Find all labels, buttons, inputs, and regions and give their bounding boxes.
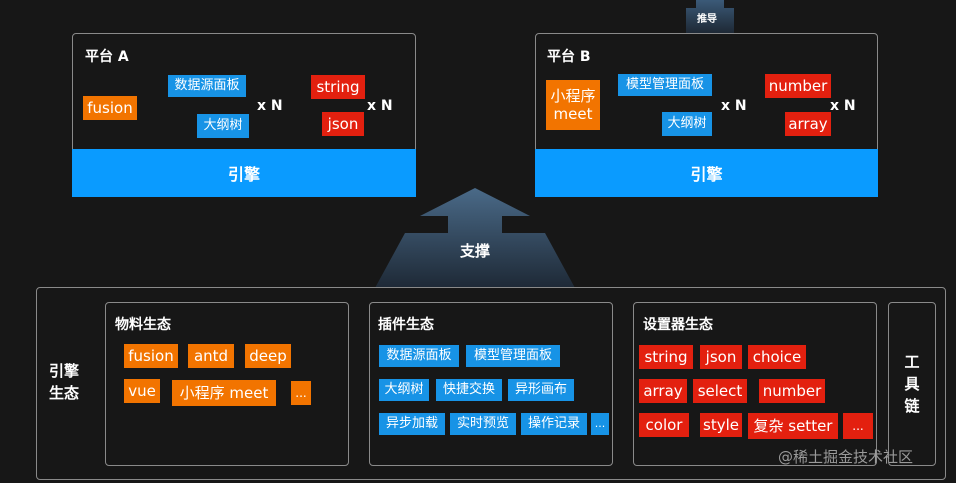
setter-chip-json: json <box>700 345 742 369</box>
platform-b-number-chip: number <box>765 74 831 98</box>
platform-b-miniprogram-line2: meet <box>553 105 593 123</box>
platform-b-multiplier-1: x N <box>721 98 747 114</box>
platform-a-fusion-chip: fusion <box>83 96 137 120</box>
plugin-chip-history: 操作记录 <box>521 413 587 435</box>
platform-a-panel: 平台 A fusion 数据源面板 大纲树 x N string json x … <box>72 33 416 197</box>
platform-b-miniprogram-chip: 小程序 meet <box>546 80 600 130</box>
platform-a-datasource-chip: 数据源面板 <box>168 75 246 97</box>
support-label: 支撑 <box>460 242 491 260</box>
setter-chip-number: number <box>759 379 825 403</box>
plugins-title: 插件生态 <box>378 317 434 333</box>
toolchain-label-line1: 工 <box>904 353 920 371</box>
materials-panel: 物料生态 fusion antd deep vue 小程序 meet ... <box>105 302 349 466</box>
platform-b-model-chip: 模型管理面板 <box>618 74 712 96</box>
setter-chip-more: ... <box>843 413 873 439</box>
platform-b-title: 平台 B <box>547 49 591 65</box>
setter-chip-color: color <box>639 413 689 437</box>
materials-title: 物料生态 <box>115 317 171 333</box>
platform-b-miniprogram-line1: 小程序 <box>550 87 596 105</box>
plugin-chip-outline: 大纲树 <box>379 379 429 401</box>
setter-chip-select: select <box>693 379 747 403</box>
support-arrow-icon <box>375 188 575 288</box>
platform-b-array-chip: array <box>785 112 831 136</box>
platform-b-multiplier-2: x N <box>830 98 856 114</box>
engine-ecosystem-label-line2: 生态 <box>48 384 79 402</box>
platform-a-multiplier-1: x N <box>257 98 283 114</box>
material-chip-miniprogram: 小程序 meet <box>172 380 276 406</box>
platform-b-outline-chip: 大纲树 <box>662 112 712 136</box>
engine-ecosystem-panel <box>36 287 946 480</box>
platform-b-engine-bar: 引擎 <box>535 149 878 197</box>
toolchain-label: 工 具 链 <box>889 351 935 417</box>
plugins-panel: 插件生态 数据源面板 模型管理面板 大纲树 快捷交换 异形画布 异步加载 实时预… <box>369 302 613 466</box>
engine-ecosystem-label-line1: 引擎 <box>48 362 79 380</box>
plugin-chip-async-load: 异步加载 <box>379 413 445 435</box>
platform-a-multiplier-2: x N <box>367 98 393 114</box>
material-chip-deep: deep <box>245 344 291 368</box>
material-chip-antd: antd <box>188 344 234 368</box>
platform-a-engine-bar: 引擎 <box>72 149 416 197</box>
platform-b-panel: 平台 B 小程序 meet 模型管理面板 大纲树 x N number arra… <box>535 33 878 197</box>
platform-a-outline-chip: 大纲树 <box>197 114 249 138</box>
material-chip-vue: vue <box>124 379 160 403</box>
plugin-chip-live-preview: 实时预览 <box>450 413 516 435</box>
platform-a-title: 平台 A <box>85 49 129 65</box>
toolchain-label-line2: 具 <box>904 375 920 393</box>
material-chip-fusion: fusion <box>124 344 178 368</box>
platform-a-json-chip: json <box>322 112 364 136</box>
top-arrow-icon <box>686 0 734 34</box>
material-chip-more: ... <box>291 381 311 405</box>
top-arrow-label: 推导 <box>697 14 717 25</box>
plugin-chip-custom-canvas: 异形画布 <box>508 379 574 401</box>
engine-ecosystem-label: 引擎 生态 <box>46 360 82 404</box>
setter-chip-array: array <box>639 379 687 403</box>
setter-chip-style: style <box>700 413 742 437</box>
plugin-chip-quick-exchange: 快捷交换 <box>436 379 502 401</box>
watermark: @稀土掘金技术社区 <box>778 448 914 466</box>
setter-chip-choice: choice <box>748 345 806 369</box>
plugin-chip-more: ... <box>591 413 609 435</box>
toolchain-panel: 工 具 链 <box>888 302 936 466</box>
plugin-chip-model: 模型管理面板 <box>466 345 560 367</box>
setter-chip-string: string <box>639 345 693 369</box>
setters-panel: 设置器生态 string json choice array select nu… <box>633 302 877 466</box>
toolchain-label-line3: 链 <box>904 397 920 415</box>
platform-a-string-chip: string <box>311 75 365 99</box>
setter-chip-complex: 复杂 setter <box>748 413 838 439</box>
plugin-chip-datasource: 数据源面板 <box>379 345 459 367</box>
setters-title: 设置器生态 <box>643 317 713 333</box>
